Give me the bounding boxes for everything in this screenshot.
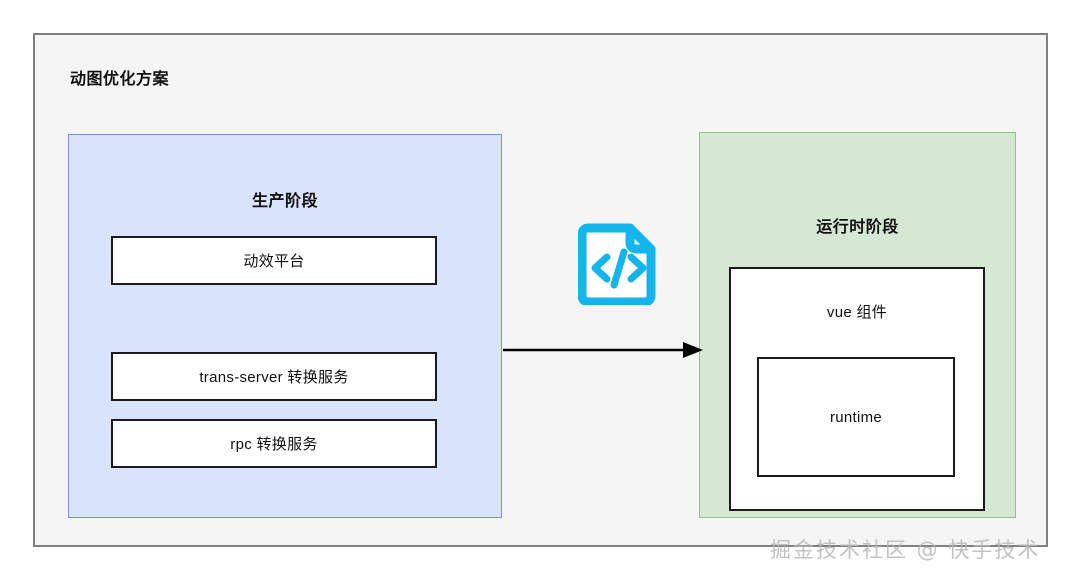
node-vue-component[interactable]: vue 组件 runtime <box>729 267 985 511</box>
production-stage-panel: 生产阶段 动效平台 trans-server 转换服务 rpc 转换服务 <box>68 134 502 518</box>
code-slash-icon <box>610 248 628 289</box>
node-rpc-service[interactable]: rpc 转换服务 <box>111 419 437 468</box>
production-stage-heading: 生产阶段 <box>251 193 318 210</box>
diagram-title: 动图优化方案 <box>70 71 170 88</box>
production-to-runtime-arrow <box>503 338 703 362</box>
code-file-corner-fold <box>625 223 656 254</box>
runtime-stage-panel: 运行时阶段 vue 组件 runtime <box>699 132 1016 518</box>
node-animation-platform[interactable]: 动效平台 <box>111 236 437 285</box>
arrow-head-icon <box>683 342 703 358</box>
code-file-icon-svg <box>577 223 656 307</box>
node-trans-server[interactable]: trans-server 转换服务 <box>111 352 437 401</box>
runtime-stage-heading: 运行时阶段 <box>816 219 899 236</box>
node-vue-component-label: vue 组件 <box>826 304 888 321</box>
arrow-svg <box>503 342 703 358</box>
node-runtime[interactable]: runtime <box>757 357 955 477</box>
code-angle-right-icon <box>627 253 647 283</box>
diagram-outer-frame: 动图优化方案 生产阶段 动效平台 trans-server 转换服务 rpc 转… <box>33 33 1048 547</box>
code-file-icon <box>577 219 660 307</box>
watermark: 掘金技术社区 @ 快手技术 <box>770 538 1041 562</box>
code-angle-left-icon <box>591 253 611 283</box>
